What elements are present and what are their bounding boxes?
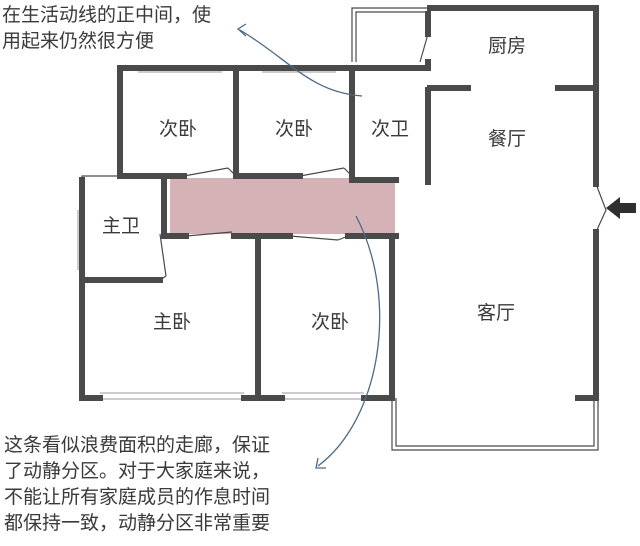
- annotation-top: 在生活动线的正中间，使 用起来仍然很方便: [2, 2, 211, 54]
- annotation-bottom-line-1: 这条看似浪费面积的走廊，保证: [4, 434, 271, 456]
- room-label-second-bath: 次卫: [371, 118, 409, 140]
- annotation-bottom: 这条看似浪费面积的走廊，保证 了动静分区。对于大家庭来说， 不能让所有家庭成员的…: [4, 432, 270, 536]
- room-label-kitchen: 厨房: [488, 35, 526, 57]
- annotation-line-top: [239, 29, 363, 97]
- balconies: [81, 7, 599, 451]
- doors: [159, 33, 607, 281]
- room-label-second-bedroom-c: 次卧: [311, 311, 349, 333]
- annotation-line-bottom: [317, 215, 381, 467]
- arrow-left-icon: [606, 197, 636, 219]
- room-label-second-bedroom-a: 次卧: [159, 118, 197, 140]
- annotation-top-line-2: 用起来仍然很方便: [2, 30, 155, 52]
- annotation-bottom-line-2: 了动静分区。对于大家庭来说，: [4, 460, 271, 482]
- room-label-second-bedroom-b: 次卧: [275, 118, 313, 140]
- annotation-lines: [236, 23, 381, 469]
- annotation-arrowhead-bottom: [315, 457, 326, 469]
- annotation-arrowhead-top: [236, 23, 247, 37]
- room-label-master-bath: 主卫: [102, 215, 140, 237]
- room-label-living: 客厅: [477, 302, 515, 324]
- annotation-bottom-line-3: 不能让所有家庭成员的作息时间: [4, 486, 271, 508]
- annotation-top-line-1: 在生活动线的正中间，使: [2, 4, 212, 26]
- corridor-highlight: [170, 178, 395, 234]
- room-label-dining: 餐厅: [488, 128, 526, 150]
- room-label-master-bedroom: 主卧: [153, 311, 191, 333]
- walls: [79, 5, 599, 401]
- annotation-bottom-line-4: 都保持一致，动静分区非常重要: [4, 512, 271, 534]
